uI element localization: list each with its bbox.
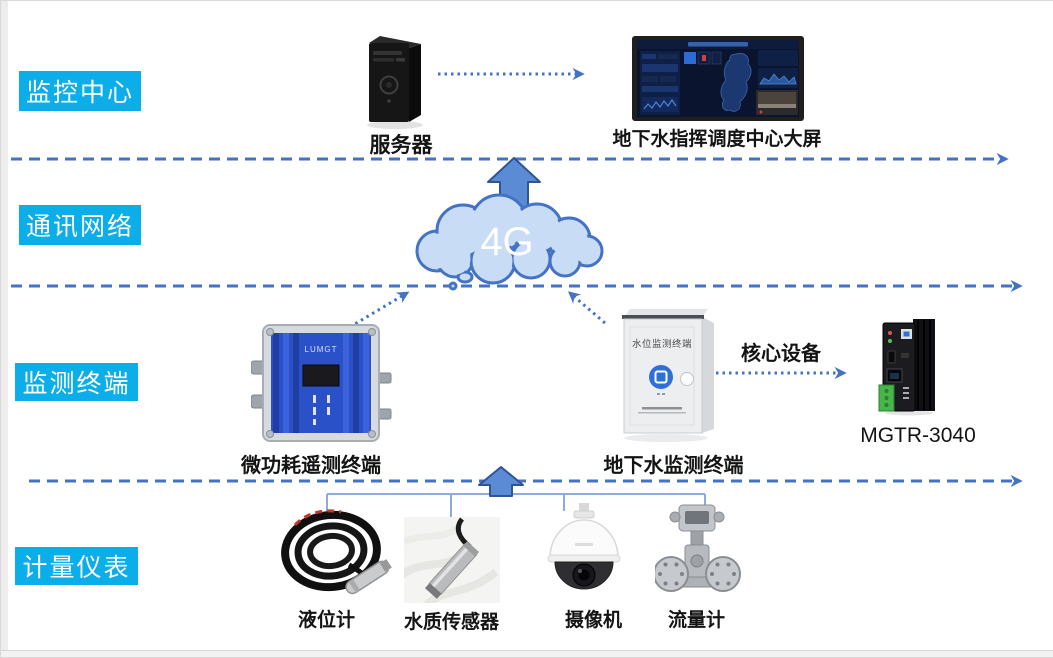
cabinet-button bbox=[680, 372, 694, 386]
layer-badge-monitoring-center: 监控中心 bbox=[19, 71, 141, 111]
water-quality-sensor-label: 水质传感器 bbox=[403, 612, 499, 633]
telemetry-brand-label: LUMGT bbox=[305, 345, 338, 354]
rtu-model-label: MGTR-3040 bbox=[860, 424, 976, 447]
camera-label: 摄像机 bbox=[564, 610, 622, 631]
server-label: 服务器 bbox=[369, 134, 433, 157]
level-gauge-icon bbox=[281, 509, 392, 595]
network-cloud-icon: 4G bbox=[415, 193, 604, 291]
cabinet-to-network-arrow bbox=[567, 291, 606, 325]
flow-meter-icon bbox=[655, 504, 741, 592]
panel-text-marks bbox=[313, 395, 330, 425]
layer-badge-label: 计量仪表 bbox=[22, 554, 131, 582]
flow-meter-label: 流量计 bbox=[667, 610, 725, 631]
level-gauge-label: 液位计 bbox=[297, 610, 355, 631]
groundwater-cabinet-icon: 水位监测终端 bbox=[622, 309, 714, 442]
telemetry-terminal-label: 微功耗遥测终端 bbox=[241, 455, 381, 477]
layer-badge-label: 监控中心 bbox=[25, 79, 134, 107]
layer-badge-label: 监测终端 bbox=[22, 370, 131, 398]
instrument-bracket bbox=[326, 493, 706, 528]
instruments-up-arrow bbox=[478, 466, 524, 497]
telemetry-terminal-icon: LUMGT bbox=[251, 324, 392, 442]
flange-left bbox=[655, 556, 689, 592]
big-screen-label: 地下水指挥调度中心大屏 bbox=[612, 129, 822, 150]
page-bottom-margin bbox=[1, 650, 1053, 657]
server-icon bbox=[367, 36, 423, 129]
core-device-label: 核心设备 bbox=[741, 343, 821, 365]
page-left-margin bbox=[1, 1, 8, 657]
layer-badge-terminals: 监测终端 bbox=[15, 363, 138, 401]
map-shape bbox=[720, 53, 752, 112]
water-quality-sensor-icon bbox=[404, 517, 500, 603]
camera-icon bbox=[547, 503, 621, 590]
rtu-device-icon bbox=[878, 319, 935, 416]
flange-right bbox=[705, 556, 741, 592]
layer-badge-network: 通讯网络 bbox=[19, 205, 141, 245]
groundwater-terminal-label: 地下水监测终端 bbox=[603, 455, 744, 477]
cabinet-logo bbox=[649, 365, 673, 389]
dashboard-screen bbox=[632, 36, 804, 121]
layer-badge-label: 通讯网络 bbox=[25, 213, 134, 241]
corner-screws bbox=[266, 328, 376, 438]
layer-badge-instruments: 计量仪表 bbox=[15, 547, 138, 585]
cloud-4g-label: 4G bbox=[480, 220, 533, 264]
cabinet-panel-label: 水位监测终端 bbox=[632, 338, 692, 350]
